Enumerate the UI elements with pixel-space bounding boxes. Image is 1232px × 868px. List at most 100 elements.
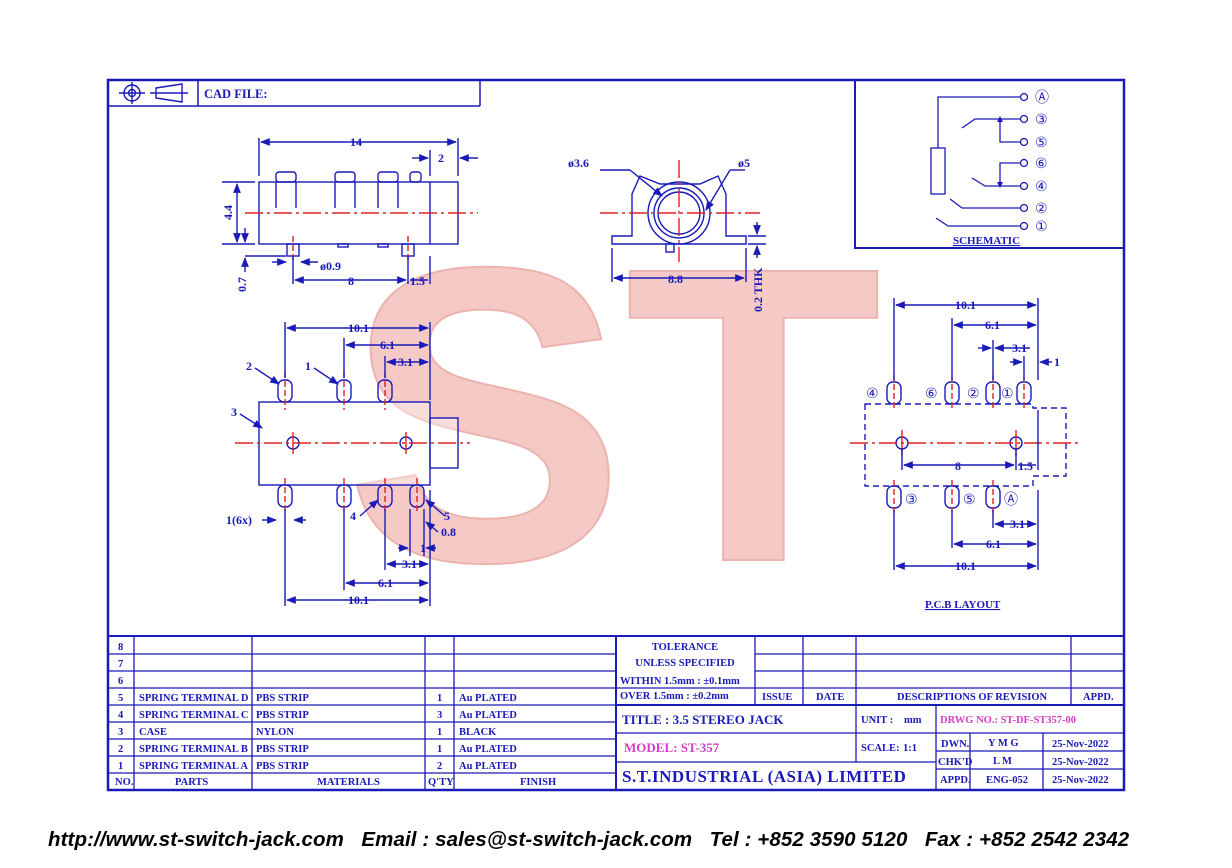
- parts-cell-material: PBS STRIP: [256, 710, 309, 721]
- parts-cell-no: 5: [118, 693, 123, 704]
- contact-footer: http://www.st-switch-jack.com Email : sa…: [48, 828, 1198, 852]
- parts-cell-no: 8: [118, 642, 123, 653]
- revision-header: ISSUE DATE DESCRIPTIONS OF REVISION APPD…: [762, 692, 1114, 703]
- callout-2: 2: [246, 359, 252, 373]
- chkd-name: L M: [993, 756, 1012, 767]
- pcb-pin-3: ③: [905, 492, 918, 508]
- st-watermark: ST: [344, 180, 883, 651]
- title-block: TITLE : 3.5 STEREO JACK UNIT : mm DRWG N…: [622, 712, 1109, 786]
- tolerance-over: OVER 1.5mm : ±0.2mm: [620, 691, 729, 702]
- appd-name: ENG-052: [986, 775, 1028, 786]
- callout-5: 5: [444, 509, 450, 523]
- tel-contact: Tel : +852 3590 5120: [709, 828, 908, 851]
- dim-dia-5: ø5: [738, 156, 750, 170]
- dim-10-1-bottom: 10.1: [348, 593, 369, 607]
- callout-4: 4: [350, 509, 356, 523]
- tolerance-block: TOLERANCE UNLESS SPECIFIED WITHIN 1.5mm …: [620, 642, 740, 702]
- rev-appd: APPD.: [1083, 692, 1114, 703]
- parts-cell-material: PBS STRIP: [256, 693, 309, 704]
- cad-header: CAD FILE:: [108, 80, 481, 107]
- dim-8-8: 8.8: [668, 272, 683, 286]
- parts-cell-qty: 1: [437, 744, 442, 755]
- parts-cell-part: SPRING TERMINAL C: [139, 710, 249, 721]
- parts-cell-no: 7: [118, 659, 123, 670]
- dim-dia-0-9: ø0.9: [320, 259, 341, 273]
- parts-cell-part: CASE: [139, 727, 167, 738]
- hdr-parts: PARTS: [175, 777, 208, 788]
- schematic-title: SCHEMATIC: [953, 235, 1020, 247]
- schematic-terminal-1: ①: [1035, 219, 1048, 235]
- dim-1: 1: [420, 541, 426, 555]
- schematic-terminal-4: ④: [1035, 179, 1048, 195]
- parts-cell-no: 1: [118, 761, 123, 772]
- parts-cell-no: 4: [118, 710, 124, 721]
- bottom-view: [235, 322, 470, 606]
- appd-date: 25-Nov-2022: [1052, 775, 1109, 786]
- parts-cell-finish: BLACK: [459, 727, 497, 738]
- parts-cell-no: 6: [118, 676, 123, 687]
- rev-date: DATE: [816, 692, 844, 703]
- pcb-layout-title: P.C.B LAYOUT: [925, 599, 1001, 611]
- pcb-layout: [850, 298, 1080, 570]
- dim-10-1-top: 10.1: [348, 321, 369, 335]
- parts-cell-material: NYLON: [256, 727, 294, 738]
- hdr-qty: Q'TY: [428, 777, 454, 788]
- drawing-number: DRWG NO.: ST-DF-ST357-00: [940, 715, 1076, 726]
- dim-2: 2: [438, 151, 444, 165]
- bottom-view-dims: 10.1 6.1 3.1 2 1 3 1(6x) 4 5 0.8 1 3.1 6…: [226, 321, 456, 607]
- email-contact[interactable]: Email : sales@st-switch-jack.com: [361, 828, 693, 851]
- side-view-dims: 14 2 4.4 0.7 ø0.9 8 1.5: [221, 135, 444, 292]
- hdr-materials: MATERIALS: [317, 777, 380, 788]
- chkd-date: 25-Nov-2022: [1052, 757, 1109, 768]
- pcb-pin-6: ⑥: [925, 386, 938, 402]
- parts-cell-material: PBS STRIP: [256, 761, 309, 772]
- pcb-dim-10-1-bottom: 10.1: [955, 559, 976, 573]
- pcb-pin-1: ①: [1001, 386, 1014, 402]
- dwn-name: Y M G: [988, 738, 1019, 749]
- schematic-terminal-a: Ⓐ: [1035, 90, 1049, 106]
- dim-3-1-top: 3.1: [398, 355, 413, 369]
- hdr-no: NO.: [115, 777, 134, 788]
- parts-cell-finish: Au PLATED: [459, 744, 517, 755]
- pcb-pin-a: Ⓐ: [1004, 492, 1018, 508]
- pcb-dim-1-5: 1.5: [1018, 459, 1033, 473]
- pcb-dim-6-1-top: 6.1: [985, 318, 1000, 332]
- scale-value: 1:1: [903, 743, 917, 754]
- parts-cell-material: PBS STRIP: [256, 744, 309, 755]
- schematic-terminal-5: ⑤: [1035, 135, 1048, 151]
- parts-cell-part: SPRING TERMINAL A: [139, 761, 248, 772]
- parts-table: 8 7 6 5 SPRING TERMINAL D PBS STRIP 1 Au PLATED…: [115, 642, 556, 788]
- schematic-terminal-2: ②: [1035, 201, 1048, 217]
- parts-cell-part: SPRING TERMINAL B: [139, 744, 248, 755]
- front-view-dims: ø3.6 ø5 8.8 0.2 THK: [568, 156, 765, 312]
- table-grid: [108, 635, 1124, 790]
- chkd-label: CHK'D: [938, 757, 973, 768]
- callout-3: 3: [231, 405, 237, 419]
- projection-symbol-icon: [119, 82, 188, 104]
- pcb-layout-labels: 10.1 6.1 3.1 1 ④ ⑥ ② ① ③ ⑤ Ⓐ 8 1.5 3.1 6…: [866, 298, 1060, 611]
- parts-cell-finish: Au PLATED: [459, 710, 517, 721]
- dim-6-1-bottom: 6.1: [378, 576, 393, 590]
- rev-desc: DESCRIPTIONS OF REVISION: [897, 692, 1048, 703]
- unit-value: mm: [904, 715, 922, 726]
- schematic-terminal-3: ③: [1035, 112, 1048, 128]
- parts-cell-no: 2: [118, 744, 123, 755]
- pcb-dim-3-1-bottom: 3.1: [1010, 517, 1025, 531]
- parts-cell-qty: 1: [437, 693, 442, 704]
- parts-cell-part: SPRING TERMINAL D: [139, 693, 249, 704]
- pcb-pin-2: ②: [967, 386, 980, 402]
- parts-cell-no: 3: [118, 727, 123, 738]
- callout-1: 1: [305, 359, 311, 373]
- dwn-date: 25-Nov-2022: [1052, 739, 1109, 750]
- schematic-terminal-6: ⑥: [1035, 156, 1048, 172]
- company-name: S.T.INDUSTRIAL (ASIA) LIMITED: [622, 767, 906, 786]
- dim-thickness: 0.2 THK: [751, 267, 765, 312]
- dim-0-8: 0.8: [441, 525, 456, 539]
- dim-0-7: 0.7: [235, 277, 249, 292]
- schematic-box: Ⓐ ③ ⑤ ⑥ ④ ② ① SCHEMATIC: [854, 80, 1124, 249]
- parts-cell-finish: Au PLATED: [459, 693, 517, 704]
- pcb-pin-4: ④: [866, 386, 879, 402]
- scale-label: SCALE:: [861, 743, 900, 754]
- website-link[interactable]: http://www.st-switch-jack.com: [48, 828, 345, 851]
